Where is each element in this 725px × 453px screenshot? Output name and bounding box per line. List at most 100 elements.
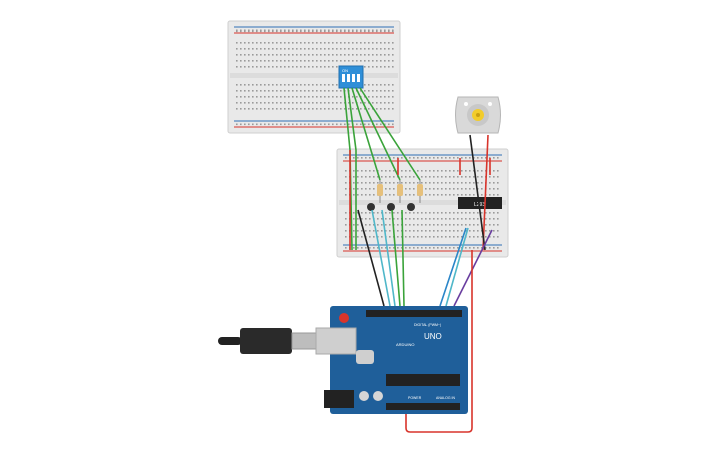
- breadboard-hole: [481, 188, 483, 190]
- breadboard-hole: [493, 194, 495, 196]
- breadboard-hole: [465, 170, 467, 172]
- breadboard-hole: [284, 123, 286, 126]
- breadboard-hole: [385, 247, 387, 249]
- led-2[interactable]: [387, 203, 395, 211]
- breadboard-hole: [392, 66, 394, 68]
- breadboard-hole: [276, 123, 278, 126]
- breadboard-hole: [345, 182, 347, 184]
- breadboard-hole: [373, 194, 375, 196]
- breadboard-hole: [252, 42, 254, 44]
- breadboard-hole: [465, 157, 467, 159]
- breadboard-hole: [389, 236, 391, 238]
- breadboard-hole: [248, 66, 250, 68]
- breadboard-hole: [324, 48, 326, 50]
- breadboard-hole: [361, 212, 363, 214]
- breadboard-hole: [433, 247, 435, 249]
- breadboard-hole: [389, 212, 391, 214]
- breadboard-hole: [449, 218, 451, 220]
- breadboard-hole: [364, 29, 366, 32]
- breadboard-hole: [384, 29, 386, 32]
- breadboard-hole: [256, 108, 258, 110]
- breadboard-hole: [393, 194, 395, 196]
- breadboard-hole: [372, 60, 374, 62]
- breadboard-hole: [469, 247, 471, 249]
- breadboard-hole: [284, 90, 286, 92]
- power-analog-header[interactable]: [386, 403, 460, 410]
- breadboard-hole: [449, 236, 451, 238]
- reset-button[interactable]: [339, 313, 349, 323]
- resistor-3[interactable]: [417, 180, 423, 203]
- breadboard-hole: [376, 96, 378, 98]
- breadboard-hole: [296, 29, 298, 32]
- breadboard-hole: [368, 90, 370, 92]
- breadboard-hole: [384, 96, 386, 98]
- breadboard-hole: [256, 54, 258, 56]
- breadboard-hole: [284, 66, 286, 68]
- breadboard-hole: [381, 176, 383, 178]
- breadboard-hole: [268, 90, 270, 92]
- breadboard-hole: [304, 84, 306, 86]
- breadboard-hole: [248, 123, 250, 126]
- breadboard-hole: [357, 157, 359, 159]
- breadboard-hole: [413, 230, 415, 232]
- breadboard-hole: [457, 224, 459, 226]
- led-1[interactable]: [367, 203, 375, 211]
- breadboard-hole: [244, 108, 246, 110]
- breadboard-hole: [392, 123, 394, 126]
- breadboard-hole: [421, 157, 423, 159]
- breadboard-hole: [489, 224, 491, 226]
- breadboard-hole: [384, 42, 386, 44]
- breadboard-hole: [380, 123, 382, 126]
- breadboard-hole: [240, 84, 242, 86]
- breadboard-hole: [264, 60, 266, 62]
- breadboard-hole: [457, 194, 459, 196]
- breadboard-hole: [292, 90, 294, 92]
- breadboard-hole: [340, 96, 342, 98]
- resistor-2[interactable]: [397, 180, 403, 203]
- led-3[interactable]: [407, 203, 415, 211]
- breadboard-hole: [260, 102, 262, 104]
- breadboard-hole: [461, 212, 463, 214]
- breadboard-hole: [268, 123, 270, 126]
- breadboard-hole: [312, 29, 314, 32]
- breadboard-hole: [292, 102, 294, 104]
- dip-switch[interactable]: ON: [338, 65, 364, 89]
- breadboard-hole: [388, 123, 390, 126]
- breadboard-hole: [497, 224, 499, 226]
- breadboard-hole: [288, 96, 290, 98]
- resistor-1[interactable]: [377, 180, 383, 203]
- breadboard-hole: [292, 123, 294, 126]
- dip-switch-label: ON: [342, 68, 348, 73]
- breadboard-hole: [316, 108, 318, 110]
- breadboard-hole: [365, 176, 367, 178]
- breadboard-hole: [345, 224, 347, 226]
- breadboard-hole: [453, 236, 455, 238]
- breadboard-hole: [413, 236, 415, 238]
- breadboard-hole: [332, 54, 334, 56]
- usb-cable[interactable]: [218, 328, 317, 354]
- breadboard-hole: [441, 212, 443, 214]
- digital-header[interactable]: [366, 310, 462, 317]
- breadboard-hole: [364, 66, 366, 68]
- breadboard-hole: [380, 42, 382, 44]
- breadboard-hole: [328, 102, 330, 104]
- breadboard-hole: [364, 30, 366, 33]
- breadboard-hole: [357, 176, 359, 178]
- breadboard-hole: [296, 66, 298, 68]
- breadboard-hole: [264, 42, 266, 44]
- breadboard-top[interactable]: [227, 20, 401, 134]
- breadboard-hole: [292, 42, 294, 44]
- arduino-uno-board[interactable]: UNO ARDUINO DIGITAL (PWM~) POWER ANALOG …: [315, 306, 468, 414]
- breadboard-hole: [280, 84, 282, 86]
- dc-motor[interactable]: [455, 96, 501, 134]
- breadboard-hole: [413, 212, 415, 214]
- breadboard-hole: [348, 102, 350, 104]
- breadboard-hole: [445, 188, 447, 190]
- breadboard-hole: [445, 212, 447, 214]
- breadboard-hole: [461, 224, 463, 226]
- breadboard-hole: [393, 212, 395, 214]
- wires[interactable]: [343, 87, 493, 433]
- breadboard-hole: [493, 157, 495, 159]
- breadboard-hole: [425, 218, 427, 220]
